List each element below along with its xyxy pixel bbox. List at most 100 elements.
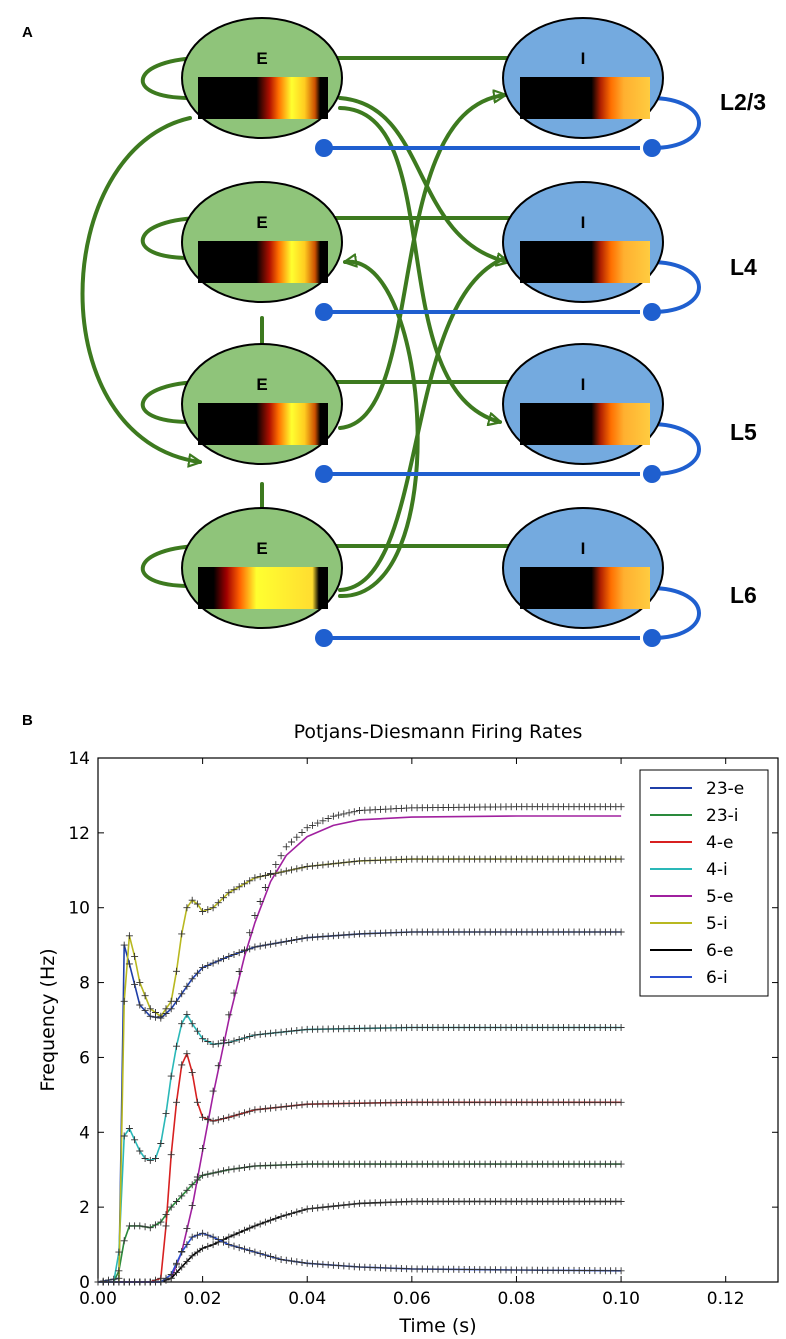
- data-marker: [220, 1167, 227, 1175]
- data-marker: [136, 979, 144, 987]
- data-marker: [272, 1029, 280, 1037]
- layer-label-l5: L5: [730, 419, 757, 445]
- marker-group-4-i: [94, 1010, 625, 1286]
- data-marker: [183, 904, 191, 912]
- data-marker: [199, 1144, 207, 1152]
- inhibitory-raster: [520, 241, 650, 283]
- y-tick-label: 12: [68, 824, 90, 844]
- data-marker: [193, 900, 201, 908]
- x-tick-label: 0.10: [602, 1289, 640, 1309]
- inh-loop-l4: [649, 260, 701, 314]
- data-marker: [188, 1181, 196, 1189]
- arrow-e6-i4: [338, 256, 507, 592]
- data-marker: [214, 1236, 222, 1244]
- data-marker: [277, 1028, 285, 1036]
- data-marker: [131, 1136, 139, 1144]
- arrow-e23-e5: [80, 116, 201, 462]
- data-marker: [246, 1107, 254, 1115]
- data-marker: [183, 1241, 191, 1249]
- data-marker: [282, 1103, 290, 1110]
- data-marker: [136, 1147, 144, 1155]
- data-marker: [272, 861, 280, 869]
- data-marker: [345, 809, 353, 817]
- data-marker: [256, 1030, 264, 1038]
- data-marker: [225, 1233, 233, 1241]
- data-marker: [267, 1253, 275, 1260]
- data-marker: [183, 1257, 191, 1265]
- data-marker: [261, 941, 269, 949]
- data-marker: [282, 843, 290, 851]
- data-marker: [193, 1231, 201, 1239]
- x-tick-label: 0.06: [393, 1289, 431, 1309]
- data-marker: [617, 1267, 625, 1275]
- data-marker: [199, 1171, 207, 1179]
- data-marker: [345, 1201, 353, 1208]
- data-marker: [225, 1166, 233, 1174]
- data-marker: [617, 803, 625, 811]
- inhibitory-label: I: [581, 49, 586, 68]
- data-marker: [225, 1241, 233, 1249]
- data-marker: [146, 1005, 154, 1013]
- data-markers: [94, 803, 625, 1286]
- data-marker: [183, 1010, 191, 1018]
- data-marker: [209, 1233, 217, 1241]
- data-marker: [261, 1030, 269, 1038]
- data-marker: [288, 1210, 295, 1217]
- legend-entry: 23-i: [706, 806, 739, 826]
- data-marker: [220, 1036, 227, 1044]
- inhibitory-synapse-marker: [315, 139, 333, 157]
- data-marker: [209, 904, 217, 912]
- x-tick-label: 0.12: [707, 1289, 745, 1309]
- excitatory-population-l6: E: [181, 507, 343, 647]
- series-line-4-e: [98, 1052, 622, 1283]
- series-line-4-i: [98, 1013, 622, 1283]
- marker-group-5-i: [94, 855, 625, 1286]
- data-marker: [120, 1237, 128, 1245]
- inhibitory-synapse-marker: [315, 303, 333, 321]
- data-marker: [293, 833, 301, 841]
- inhibitory-label: I: [581, 375, 586, 394]
- layer-label-l4: L4: [730, 254, 757, 280]
- legend-entry: 5-e: [706, 887, 733, 907]
- x-tick-label: 0.04: [288, 1289, 326, 1309]
- data-marker: [225, 889, 233, 897]
- data-marker: [214, 899, 222, 907]
- data-marker: [235, 1164, 243, 1172]
- chart-title: Potjans-Diesmann Firing Rates: [294, 721, 583, 743]
- inh-loop-l23: [649, 96, 701, 150]
- data-marker: [617, 928, 625, 936]
- data-marker: [157, 1218, 165, 1226]
- x-tick-label: 0.08: [498, 1289, 536, 1309]
- data-marker: [178, 930, 186, 938]
- legend-entry: 23-e: [706, 779, 744, 799]
- data-marker: [188, 1233, 196, 1241]
- inhibitory-population-l6: I: [502, 507, 664, 647]
- data-marker: [199, 1229, 207, 1237]
- loop-e5: [140, 382, 205, 424]
- data-marker: [277, 1256, 285, 1263]
- data-marker: [183, 1186, 191, 1194]
- data-marker: [314, 819, 322, 827]
- data-marker: [230, 886, 238, 894]
- data-marker: [282, 867, 290, 875]
- data-marker: [235, 1110, 243, 1118]
- data-marker: [246, 1163, 254, 1171]
- data-marker: [340, 859, 348, 867]
- data-marker: [267, 1216, 275, 1224]
- data-marker: [183, 1225, 191, 1233]
- data-marker: [178, 1061, 186, 1069]
- data-marker: [120, 997, 128, 1005]
- data-marker: [241, 1109, 248, 1117]
- data-marker: [256, 1250, 264, 1258]
- data-marker: [214, 1168, 222, 1176]
- data-marker: [220, 1115, 227, 1123]
- data-marker: [146, 1224, 154, 1232]
- data-marker: [256, 898, 264, 905]
- data-marker: [251, 1106, 259, 1114]
- y-tick-label: 6: [79, 1048, 90, 1068]
- data-marker: [241, 1034, 248, 1042]
- data-marker: [293, 865, 301, 873]
- series-line-5-i: [98, 858, 622, 1283]
